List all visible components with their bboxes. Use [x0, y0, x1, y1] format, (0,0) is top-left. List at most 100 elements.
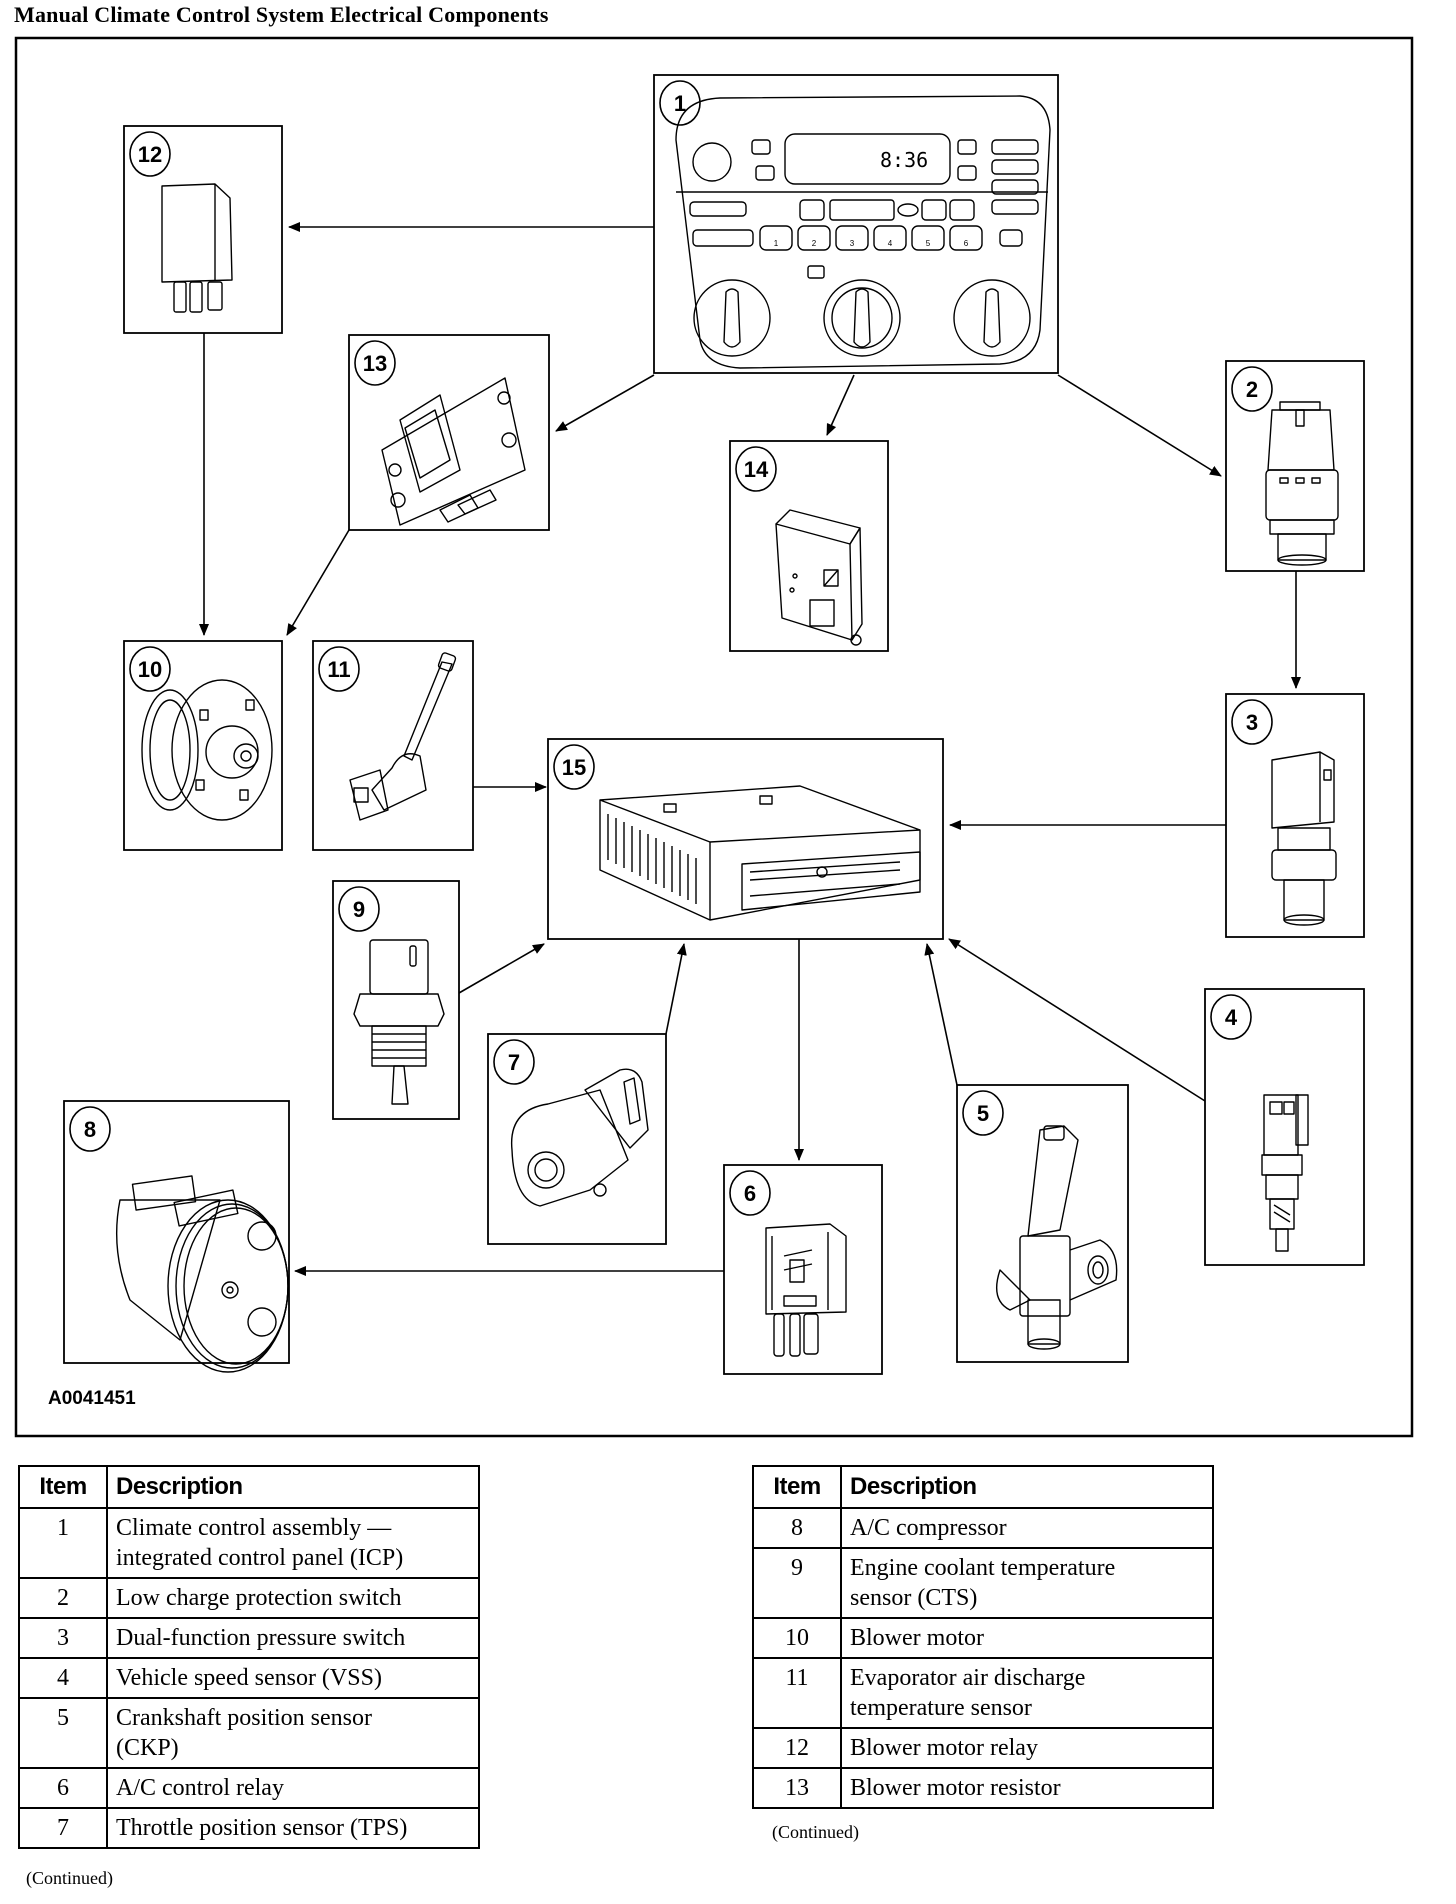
- callout-number: 3: [1246, 710, 1258, 735]
- preset-label: 6: [964, 239, 969, 248]
- component-frame: [332, 880, 460, 1120]
- callout-circle: [659, 80, 701, 126]
- diagram-frame: [14, 36, 1414, 1438]
- item-column-header: Item: [752, 1465, 842, 1509]
- arrow-4-to-15: [948, 938, 1206, 1102]
- component-frame: [1225, 360, 1365, 572]
- legend-item-description: Vehicle speed sensor (VSS): [106, 1657, 480, 1699]
- figure-id: A0041451: [48, 1388, 136, 1409]
- legend-item-description: Engine coolant temperature sensor (CTS): [840, 1547, 1214, 1619]
- low-charge-switch-illustration: [1265, 401, 1339, 566]
- component-box-vehicle-speed-sensor: 4: [1204, 988, 1365, 1266]
- blower-motor-relay-illustration: [161, 183, 233, 313]
- description-column-header: Description: [106, 1465, 480, 1509]
- component-box-engine-coolant-temperature-sensor: 9: [332, 880, 460, 1120]
- arrow-1-to-2: [1057, 374, 1222, 477]
- legend-item-number: 1: [18, 1507, 108, 1579]
- callout-number: 12: [138, 142, 162, 167]
- coolant-temp-sensor-illustration: [353, 939, 445, 1105]
- callout-circle: [69, 1106, 111, 1152]
- component-frame: [956, 1084, 1129, 1363]
- ac-compressor-illustration: [115, 1175, 289, 1373]
- component-box-dual-function-pressure-switch: 3: [1225, 693, 1365, 938]
- callout-circle: [1210, 994, 1252, 1040]
- preset-button: [835, 225, 869, 251]
- legend-item-description: Blower motor: [840, 1617, 1214, 1659]
- description-column-header: Description: [840, 1465, 1214, 1509]
- blower-motor-resistor-illustration: [381, 377, 526, 526]
- component-frame: [723, 1164, 883, 1375]
- component-box-throttle-position-sensor: 7: [487, 1033, 667, 1245]
- arrow-9-to-15: [458, 943, 545, 994]
- description-line: Blower motor relay: [850, 1735, 1038, 1761]
- description-line: temperature sensor: [850, 1695, 1032, 1721]
- callout-number: 1: [674, 91, 686, 116]
- description-line: Blower motor resistor: [850, 1775, 1061, 1801]
- legend-item-number: 5: [18, 1697, 108, 1769]
- blower-motor-illustration: [141, 679, 273, 821]
- arrow-7-to-15: [665, 943, 687, 1035]
- legend-item-number: 9: [752, 1547, 842, 1619]
- preset-button: [949, 225, 983, 251]
- component-frame: [729, 440, 889, 652]
- actuator-illustration: [775, 509, 863, 646]
- callout-circle: [338, 886, 380, 932]
- callout-number: 8: [84, 1117, 96, 1142]
- callout-number: 13: [363, 351, 387, 376]
- ac-control-relay-illustration: [765, 1223, 847, 1357]
- callout-number: 6: [744, 1181, 756, 1206]
- component-box-climate-control-assembly: 1: [653, 74, 1059, 374]
- description-line: Vehicle speed sensor (VSS): [116, 1665, 382, 1691]
- component-frame: [653, 74, 1059, 374]
- callout-number: 2: [1246, 377, 1258, 402]
- control-module-illustration: [599, 785, 921, 921]
- arrow-1-to-14: [826, 374, 855, 436]
- description-line: A/C control relay: [116, 1775, 284, 1801]
- legend-header-row: Item Description: [18, 1465, 480, 1509]
- description-line: Crankshaft position sensor: [116, 1705, 372, 1731]
- throttle-position-sensor-illustration: [510, 1068, 649, 1207]
- description-line: Throttle position sensor (TPS): [116, 1815, 408, 1841]
- description-line: Engine coolant temperature: [850, 1555, 1116, 1581]
- callout-circle: [318, 646, 360, 692]
- legend-item-description: Crankshaft position sensor (CKP): [106, 1697, 480, 1769]
- legend-item-number: 10: [752, 1617, 842, 1659]
- crankshaft-sensor-illustration: [996, 1125, 1118, 1350]
- legend-row: 5 Crankshaft position sensor (CKP): [18, 1697, 480, 1769]
- page-title: Manual Climate Control System Electrical…: [14, 2, 549, 27]
- callout-number: 15: [562, 755, 586, 780]
- preset-button: [873, 225, 907, 251]
- callout-number: 9: [353, 897, 365, 922]
- callout-circle: [735, 446, 777, 492]
- callout-circle: [354, 340, 396, 386]
- arrow-13-to-10: [286, 529, 350, 636]
- item-column-header: Item: [18, 1465, 108, 1509]
- component-box-crankshaft-position-sensor: 5: [956, 1084, 1129, 1363]
- description-line: (CKP): [116, 1735, 179, 1761]
- callout-circle: [493, 1039, 535, 1085]
- continued-note-left: (Continued): [26, 1868, 113, 1888]
- component-box-ac-compressor: 8: [63, 1100, 290, 1364]
- description-line: Evaporator air discharge: [850, 1665, 1086, 1691]
- legend-item-number: 3: [18, 1617, 108, 1659]
- legend-item-description: Throttle position sensor (TPS): [106, 1807, 480, 1849]
- arrow-1-to-13: [555, 374, 655, 432]
- description-line: Low charge protection switch: [116, 1585, 402, 1611]
- component-box-blower-motor-resistor: 13: [348, 334, 550, 531]
- component-frame: [487, 1033, 667, 1245]
- legend-item-description: Low charge protection switch: [106, 1577, 480, 1619]
- description-line: Dual-function pressure switch: [116, 1625, 406, 1651]
- preset-button: [759, 225, 793, 251]
- callout-circle: [729, 1170, 771, 1216]
- arrow-5-to-15: [924, 943, 958, 1086]
- legend-item-number: 8: [752, 1507, 842, 1549]
- description-line: sensor (CTS): [850, 1585, 978, 1611]
